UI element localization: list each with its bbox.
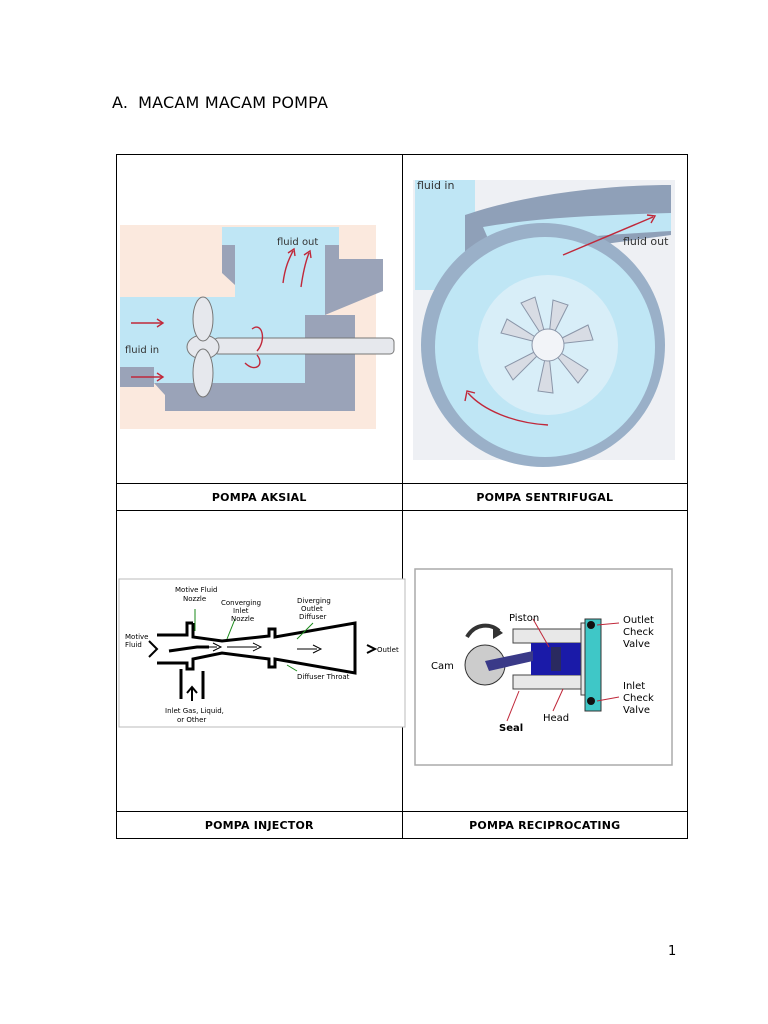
pump-image-cell-sentrifugal: fluid in fluid out [401, 154, 688, 484]
reciprocating-outlet-valve-1: Outlet [623, 615, 654, 626]
pump-label-reciprocating: POMPA RECIPROCATING [401, 811, 688, 839]
reciprocating-inlet-valve-2: Check [623, 693, 654, 704]
reciprocating-cam-label: Cam [431, 661, 454, 672]
centrifugal-fluid-in-label: fluid in [417, 179, 454, 192]
axial-fluid-out-label: fluid out [277, 237, 318, 248]
injector-pump-diagram: Motive Fluid Nozzle Converging Inlet Noz… [118, 578, 406, 728]
axial-fluid-in-label: fluid in [125, 345, 159, 356]
reciprocating-outlet-valve-2: Check [623, 627, 654, 638]
injector-diverging-2: Outlet [301, 605, 323, 613]
pump-image-cell-axial: fluid out fluid in [116, 154, 403, 484]
reciprocating-inlet-valve-1: Inlet [623, 681, 645, 692]
page-number: 1 [668, 944, 677, 959]
axial-pump-diagram: fluid out fluid in [120, 225, 395, 429]
injector-diverging-1: Diverging [297, 597, 331, 605]
centrifugal-fluid-out-label: fluid out [623, 235, 669, 248]
centrifugal-pump-diagram: fluid in fluid out [412, 179, 675, 467]
injector-diffuser-throat-label: Diffuser Throat [297, 673, 350, 681]
pump-label-injector: POMPA INJECTOR [116, 811, 403, 839]
reciprocating-inlet-valve-3: Valve [623, 705, 650, 716]
reciprocating-head-label: Head [543, 713, 569, 724]
injector-motive-fluid-1: Motive [125, 633, 148, 641]
section-heading: A. MACAM MACAM POMPA [112, 93, 328, 112]
pump-image-cell-injector: Motive Fluid Nozzle Converging Inlet Noz… [116, 510, 406, 812]
injector-motive-fluid-nozzle-2: Nozzle [183, 595, 206, 603]
injector-converging-1: Converging [221, 599, 261, 607]
section-number: A. [112, 93, 129, 112]
reciprocating-outlet-valve-3: Valve [623, 639, 650, 650]
injector-inlet-gas-2: or Other [177, 716, 206, 724]
injector-inlet-gas-1: Inlet Gas, Liquid, [165, 707, 224, 715]
reciprocating-piston-label: Piston [509, 613, 539, 624]
injector-converging-2: Inlet [233, 607, 249, 615]
injector-outlet-label: Outlet [377, 646, 399, 654]
pump-label-sentrifugal: POMPA SENTRIFUGAL [401, 483, 688, 511]
injector-motive-fluid-nozzle-1: Motive Fluid [175, 586, 217, 594]
pump-label-axial: POMPA AKSIAL [116, 483, 403, 511]
reciprocating-pump-diagram: Piston Cam Seal Head Outlet Check Valve … [413, 568, 673, 766]
injector-motive-fluid-2: Fluid [125, 641, 142, 649]
injector-converging-3: Nozzle [231, 615, 254, 623]
injector-diverging-3: Diffuser [299, 613, 327, 621]
section-title: MACAM MACAM POMPA [138, 93, 329, 112]
reciprocating-seal-label: Seal [499, 723, 523, 734]
pump-table: fluid out fluid in [116, 154, 688, 839]
pump-image-cell-reciprocating: Piston Cam Seal Head Outlet Check Valve … [401, 510, 688, 812]
